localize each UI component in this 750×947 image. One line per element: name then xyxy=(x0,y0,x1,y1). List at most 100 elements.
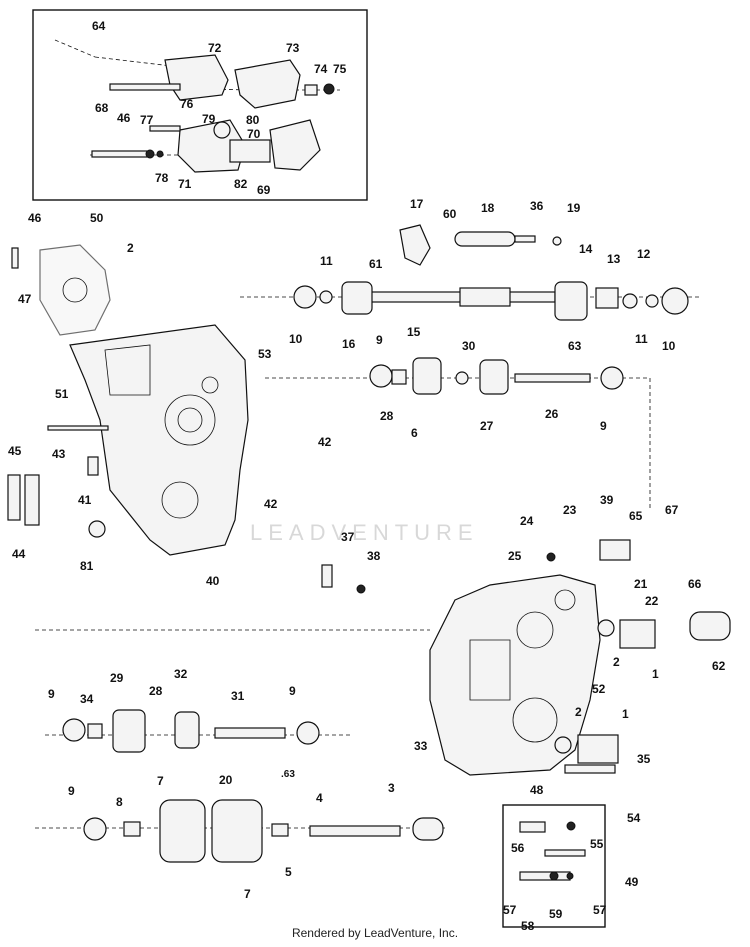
label-28-top: 28 xyxy=(380,409,394,423)
label-76: 76 xyxy=(180,97,194,111)
label-21: 21 xyxy=(634,577,648,591)
label-52: 52 xyxy=(592,682,606,696)
label-33: 33 xyxy=(414,739,428,753)
label-31: 31 xyxy=(231,689,245,703)
inset-lever-box xyxy=(502,804,606,928)
label-41: 41 xyxy=(78,493,92,507)
label-9-bottom: 9 xyxy=(68,784,75,798)
label-43: 43 xyxy=(52,447,66,461)
label-4: 4 xyxy=(316,791,323,805)
label-42-top: 42 xyxy=(318,435,332,449)
label-67: 67 xyxy=(665,503,679,517)
label-26: 26 xyxy=(545,407,559,421)
lower-shaft-assembly-4 xyxy=(35,799,445,863)
label-23: 23 xyxy=(563,503,577,517)
label-42-bottom: 42 xyxy=(264,497,278,511)
label-74: 74 xyxy=(314,62,328,76)
label-49: 49 xyxy=(625,875,639,889)
inset-linkage-box xyxy=(32,9,368,201)
label-2-right-top: 2 xyxy=(613,655,620,669)
label-57-left: 57 xyxy=(503,903,517,917)
label-60: 60 xyxy=(443,207,457,221)
label-12: 12 xyxy=(637,247,651,261)
label-73: 73 xyxy=(286,41,300,55)
label-46-inset: 46 xyxy=(117,111,131,125)
label-11-left: 11 xyxy=(320,254,333,268)
label-1-bottom: 1 xyxy=(622,707,629,721)
label-61: 61 xyxy=(369,257,383,271)
label-77: 77 xyxy=(140,113,154,127)
label-18: 18 xyxy=(481,201,495,215)
label-14: 14 xyxy=(579,242,593,256)
footer-credit: Rendered by LeadVenture, Inc. xyxy=(291,926,459,940)
label-28-bottom: 28 xyxy=(149,684,163,698)
left-housing-53 xyxy=(39,244,249,556)
label-75: 75 xyxy=(333,62,347,76)
label-51: 51 xyxy=(55,387,69,401)
label-25: 25 xyxy=(508,549,522,563)
label-62: 62 xyxy=(712,659,726,673)
label-44: 44 xyxy=(12,547,26,561)
label-3: 3 xyxy=(388,781,395,795)
label-78: 78 xyxy=(155,171,169,185)
label-57-right: 57 xyxy=(593,903,607,917)
label-20: 20 xyxy=(219,773,233,787)
label-9-lower-right: 9 xyxy=(289,684,296,698)
label-81: 81 xyxy=(80,559,94,573)
label-32: 32 xyxy=(174,667,188,681)
label-82: 82 xyxy=(234,177,248,191)
label-22: 22 xyxy=(645,594,659,608)
label-9-mid-right: 9 xyxy=(600,419,607,433)
label-17: 17 xyxy=(410,197,424,211)
label-39: 39 xyxy=(600,493,614,507)
label-10-right: 10 xyxy=(662,339,676,353)
label-58: 58 xyxy=(521,919,535,933)
label-2-top: 2 xyxy=(127,241,134,255)
label-69: 69 xyxy=(257,183,271,197)
label-27: 27 xyxy=(480,419,494,433)
label-35: 35 xyxy=(637,752,651,766)
watermark-text: LEADVENTURE xyxy=(250,520,479,545)
label-16: 16 xyxy=(342,337,356,351)
label-46: 46 xyxy=(28,211,42,225)
label-45: 45 xyxy=(8,444,22,458)
label-38: 38 xyxy=(367,549,381,563)
label-59: 59 xyxy=(549,907,563,921)
label-47: 47 xyxy=(18,292,32,306)
lower-shaft-assembly-31 xyxy=(35,629,430,753)
label-56: 56 xyxy=(511,841,525,855)
label-2-right-bottom: 2 xyxy=(575,705,582,719)
label-6: 6 xyxy=(411,426,418,440)
label-55: 55 xyxy=(590,837,604,851)
label-9-lower-left: 9 xyxy=(48,687,55,701)
upper-shaft-assembly xyxy=(240,224,700,321)
label-15: 15 xyxy=(407,325,421,339)
label-63-top: 63 xyxy=(568,339,582,353)
label-37: 37 xyxy=(341,530,355,544)
label-72: 72 xyxy=(208,41,222,55)
left-small-parts xyxy=(7,247,366,594)
label-5: 5 xyxy=(285,865,292,879)
label-68: 68 xyxy=(95,101,109,115)
label-50: 50 xyxy=(90,211,104,225)
label-10-left: 10 xyxy=(289,332,303,346)
label-48: 48 xyxy=(530,783,544,797)
label-11-right: 11 xyxy=(635,332,648,346)
label-1-top: 1 xyxy=(652,667,659,681)
label-7-top: 7 xyxy=(157,774,164,788)
label-53: 53 xyxy=(258,347,272,361)
part-labels: 64 72 73 74 75 68 76 46 77 79 80 70 78 7… xyxy=(8,19,726,933)
label-40: 40 xyxy=(206,574,220,588)
label-7-bottom: 7 xyxy=(244,887,251,901)
label-24: 24 xyxy=(520,514,534,528)
label-65: 65 xyxy=(629,509,643,523)
label-30: 30 xyxy=(462,339,476,353)
label-63-bottom: .63 xyxy=(281,769,295,780)
label-80: 80 xyxy=(246,113,260,127)
right-housing-52 xyxy=(429,539,731,776)
label-64: 64 xyxy=(92,19,106,33)
label-19: 19 xyxy=(567,201,581,215)
label-34: 34 xyxy=(80,692,94,706)
middle-shaft-assembly xyxy=(265,357,651,510)
